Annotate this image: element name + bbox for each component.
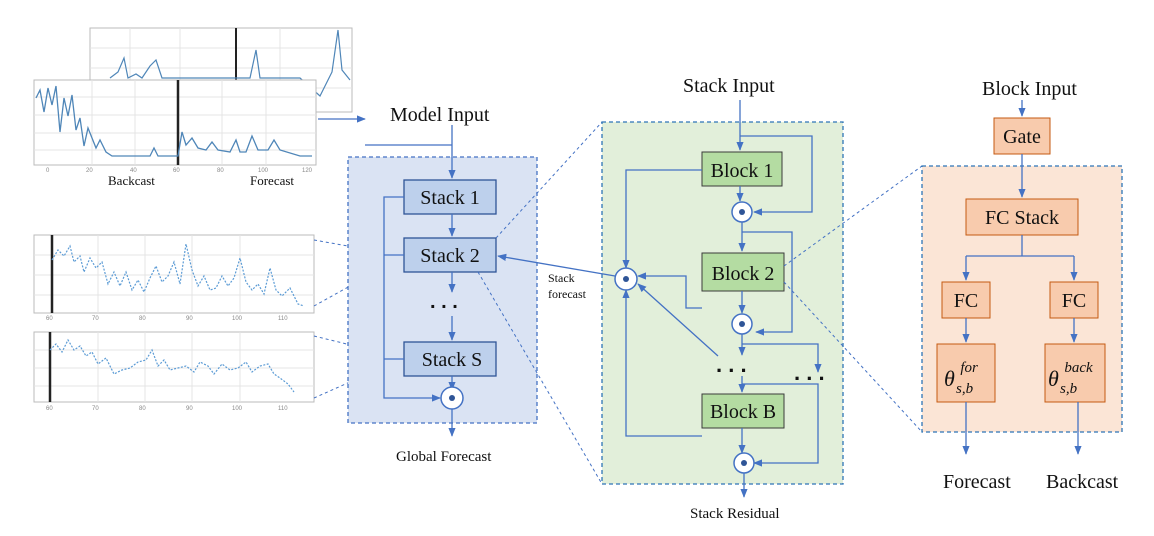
plot-top-xtick: 120 [302, 168, 313, 174]
stack-input-label: Stack Input [683, 75, 775, 97]
plot-middle-xtick: 60 [46, 316, 53, 322]
block-label-b: Block B [710, 401, 776, 423]
plot-bottom-xtick: 100 [232, 406, 243, 412]
stack-label-s: Stack S [422, 349, 483, 371]
plot-bottom-xtick: 80 [139, 406, 146, 412]
plot-top-x-ticks: 0 20 40 60 80 100 120 [46, 168, 313, 174]
stack-ellipsis: . . . [716, 352, 747, 377]
stack-box-2: Stack 2 [403, 237, 497, 273]
plot-bottom-xtick: 60 [46, 406, 53, 412]
theta-backcast-sub: s,b [1060, 381, 1078, 397]
plot-middle-x-ticks: 60 70 80 90 100 110 [46, 316, 288, 322]
block-label-2: Block 2 [712, 263, 775, 285]
plot-bottom-xtick: 110 [278, 406, 288, 412]
theta-backcast-box: θ back s,b [1044, 343, 1106, 403]
stack-sum-node-2 [731, 313, 753, 335]
model-input-label: Model Input [390, 104, 490, 126]
plot-top-xtick: 80 [217, 168, 224, 174]
plot-middle-xtick: 110 [278, 316, 288, 322]
stack-forecast-label-line1: Stack [548, 271, 575, 285]
stack-label-2: Stack 2 [420, 245, 479, 267]
plot-middle-xtick: 90 [186, 316, 193, 322]
fc-stack-label: FC Stack [985, 207, 1059, 229]
gate-box: Gate [993, 117, 1051, 155]
block-box-b: Block B [701, 393, 785, 429]
plot-top-xtick: 0 [46, 168, 50, 174]
theta-forecast-box: θ for s,b [936, 343, 996, 403]
gate-label: Gate [1003, 126, 1041, 148]
block-label-1: Block 1 [711, 160, 774, 182]
stack-forecast-sum-node [614, 267, 638, 291]
stack-box-s: Stack S [403, 341, 497, 377]
plot-top-xtick: 40 [130, 168, 137, 174]
theta-backcast-sup: back [1064, 360, 1093, 376]
plot-middle-xtick: 100 [232, 316, 243, 322]
fc-stack-box: FC Stack [965, 198, 1079, 236]
plot-middle: 60 70 80 90 100 110 [33, 234, 315, 322]
plot-bottom-x-ticks: 60 70 80 90 100 110 [46, 406, 288, 412]
forecast-label: Forecast [943, 471, 1011, 493]
block-box-1: Block 1 [701, 151, 783, 187]
stack-sum-node-1 [731, 201, 753, 223]
theta-forecast-sub: s,b [956, 381, 974, 397]
plot-middle-xtick: 80 [139, 316, 146, 322]
fc-left-label: FC [954, 290, 978, 312]
plot-bottom: 60 70 80 90 100 110 [33, 331, 315, 412]
plot-top-xtick: 20 [86, 168, 93, 174]
theta-forecast-base: θ [944, 366, 955, 391]
model-sum-node [440, 386, 464, 410]
plot-top-forecast-label: Forecast [250, 173, 294, 188]
plot-top-front: Backcast Forecast 0 20 40 60 80 100 120 [33, 79, 317, 188]
plot-middle-xtick: 70 [92, 316, 99, 322]
stack-sum-node-3 [733, 452, 755, 474]
plot-top-xtick: 60 [173, 168, 180, 174]
theta-forecast-sup: for [960, 360, 978, 376]
block-box-2: Block 2 [701, 252, 785, 292]
global-forecast-label: Global Forecast [396, 449, 492, 465]
plot-bottom-xtick: 90 [186, 406, 193, 412]
fc-right-label: FC [1062, 290, 1086, 312]
plot-top-xtick: 100 [258, 168, 269, 174]
theta-backcast-base: θ [1048, 366, 1059, 391]
plot-top-backcast-label: Backcast [108, 173, 155, 188]
plot-bottom-xtick: 70 [92, 406, 99, 412]
stack-label-1: Stack 1 [420, 187, 479, 209]
block-input-label: Block Input [982, 78, 1077, 100]
backcast-label: Backcast [1046, 471, 1119, 493]
stack-forecast-label-line2: forecast [548, 287, 587, 301]
stack-ellipsis-right: . . . [794, 360, 825, 385]
fc-right-box: FC [1049, 281, 1099, 319]
fc-left-box: FC [941, 281, 991, 319]
svg-text:θ for: θ for [944, 360, 978, 391]
svg-text:θ back: θ back [1048, 360, 1093, 391]
model-ellipsis: . . . [430, 291, 458, 313]
stack-box-1: Stack 1 [403, 179, 497, 215]
stack-residual-label: Stack Residual [690, 506, 780, 522]
